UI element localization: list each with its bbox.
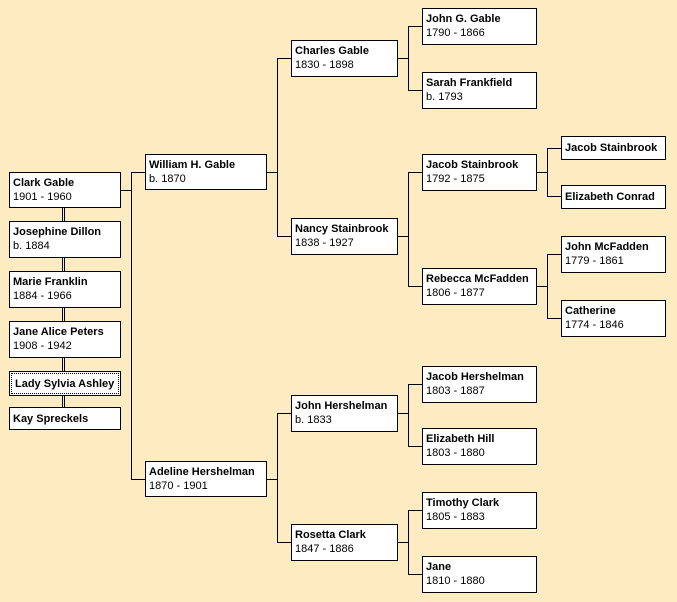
- person-jacob-stainbrook[interactable]: Jacob Stainbrook 1792 - 1875: [422, 154, 537, 191]
- person-name: Elizabeth Hill: [426, 433, 495, 445]
- person-timothy-clark[interactable]: Timothy Clark 1805 - 1883: [422, 492, 537, 529]
- person-dates: 1838 - 1927: [295, 237, 354, 249]
- person-jacob-hershelman[interactable]: Jacob Hershelman 1803 - 1887: [422, 366, 537, 403]
- person-name: Lady Sylvia Ashley: [15, 378, 115, 390]
- person-william-h-gable[interactable]: William H. Gable b. 1870: [145, 154, 267, 190]
- person-name: William H. Gable: [149, 159, 236, 171]
- person-dates: 1792 - 1875: [426, 173, 485, 185]
- person-dates: 1803 - 1880: [426, 447, 485, 459]
- person-name: Timothy Clark: [426, 497, 500, 509]
- person-name: Josephine Dillon: [13, 226, 102, 238]
- person-name: Kay Spreckels: [13, 413, 89, 425]
- person-clark-gable[interactable]: Clark Gable 1901 - 1960: [9, 172, 121, 208]
- person-dates: 1790 - 1866: [426, 27, 485, 39]
- person-adeline-hershelman[interactable]: Adeline Hershelman 1870 - 1901: [145, 461, 267, 497]
- person-dates: 1847 - 1886: [295, 543, 354, 555]
- person-lady-sylvia-ashley[interactable]: Lady Sylvia Ashley: [9, 371, 121, 396]
- person-name: Jane: [426, 561, 452, 573]
- person-charles-gable[interactable]: Charles Gable 1830 - 1898: [291, 40, 398, 77]
- person-elizabeth-conrad[interactable]: Elizabeth Conrad: [561, 185, 666, 209]
- person-dates: 1803 - 1887: [426, 385, 485, 397]
- person-name: Jacob Hershelman: [426, 371, 524, 383]
- person-name: Clark Gable: [13, 177, 75, 189]
- person-dates: b. 1833: [295, 414, 332, 426]
- person-name: Nancy Stainbrook: [295, 223, 389, 235]
- person-dates: 1908 - 1942: [13, 340, 72, 352]
- person-sarah-frankfield[interactable]: Sarah Frankfield b. 1793: [422, 72, 537, 109]
- person-dates: 1806 - 1877: [426, 287, 485, 299]
- person-dates: 1774 - 1846: [565, 319, 624, 331]
- person-dates: b. 1793: [426, 91, 463, 103]
- person-john-g-gable[interactable]: John G. Gable 1790 - 1866: [422, 8, 537, 45]
- person-dates: 1810 - 1880: [426, 575, 485, 587]
- person-name: Catherine: [565, 305, 616, 317]
- person-name: John Hershelman: [295, 400, 388, 412]
- person-josephine-dillon[interactable]: Josephine Dillon b. 1884: [9, 221, 121, 258]
- person-dates: 1870 - 1901: [149, 480, 208, 492]
- person-marie-franklin[interactable]: Marie Franklin 1884 - 1966: [9, 271, 121, 308]
- person-name: Adeline Hershelman: [149, 466, 255, 478]
- person-dates: b. 1870: [149, 173, 186, 185]
- person-john-hershelman[interactable]: John Hershelman b. 1833: [291, 395, 398, 432]
- person-name: Charles Gable: [295, 45, 369, 57]
- person-nancy-stainbrook[interactable]: Nancy Stainbrook 1838 - 1927: [291, 218, 398, 255]
- person-dates: b. 1884: [13, 240, 50, 252]
- person-catherine[interactable]: Catherine 1774 - 1846: [561, 300, 666, 337]
- person-name: John G. Gable: [426, 13, 501, 25]
- person-name: Elizabeth Conrad: [565, 191, 655, 203]
- person-dates: 1830 - 1898: [295, 59, 354, 71]
- person-name: Jane Alice Peters: [13, 326, 104, 338]
- person-jane[interactable]: Jane 1810 - 1880: [422, 556, 537, 593]
- person-name: John McFadden: [565, 241, 649, 253]
- person-name: Rosetta Clark: [295, 529, 366, 541]
- person-elizabeth-hill[interactable]: Elizabeth Hill 1803 - 1880: [422, 428, 537, 465]
- person-name: Sarah Frankfield: [426, 77, 513, 89]
- person-jacob-stainbrook-2[interactable]: Jacob Stainbrook: [561, 136, 666, 160]
- person-dates: 1884 - 1966: [13, 290, 72, 302]
- person-name: Rebecca McFadden: [426, 273, 529, 285]
- person-rosetta-clark[interactable]: Rosetta Clark 1847 - 1886: [291, 524, 398, 561]
- person-rebecca-mcfadden[interactable]: Rebecca McFadden 1806 - 1877: [422, 268, 537, 305]
- person-john-mcfadden[interactable]: John McFadden 1779 - 1861: [561, 236, 666, 273]
- person-dates: 1901 - 1960: [13, 191, 72, 203]
- person-dates: 1805 - 1883: [426, 511, 485, 523]
- person-kay-spreckels[interactable]: Kay Spreckels: [9, 407, 121, 430]
- person-name: Marie Franklin: [13, 276, 88, 288]
- person-name: Jacob Stainbrook: [426, 159, 519, 171]
- person-name: Jacob Stainbrook: [565, 142, 658, 154]
- person-dates: 1779 - 1861: [565, 255, 624, 267]
- person-jane-alice-peters[interactable]: Jane Alice Peters 1908 - 1942: [9, 321, 121, 358]
